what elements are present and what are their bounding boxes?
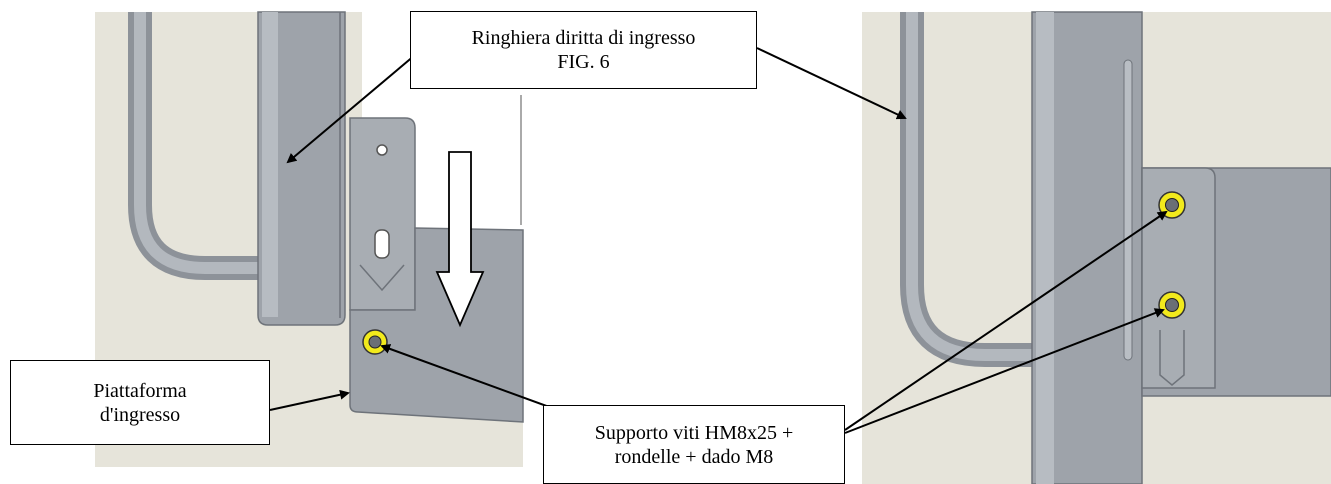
- bolt-washer-icon: [362, 329, 388, 355]
- callout-ringhiera: Ringhiera diritta di ingresso FIG. 6: [410, 11, 757, 89]
- callout-ringhiera-line2: FIG. 6: [557, 51, 610, 73]
- bolt-washer-icon: [1158, 291, 1186, 319]
- callout-piattaforma: Piattaforma d'ingresso: [10, 360, 270, 445]
- leader-piattaforma: [269, 389, 350, 411]
- vertical-post-left: [257, 11, 346, 326]
- leader-ringhiera-right: [756, 47, 907, 120]
- callout-piattaforma-line2: d'ingresso: [99, 403, 181, 426]
- leader-supporto-right-1: [844, 210, 1168, 431]
- callout-ringhiera-line1: Ringhiera diritta di ingresso: [471, 27, 696, 49]
- callout-supporto: Supporto viti HM8x25 + rondelle + dado M…: [543, 405, 845, 484]
- callout-supporto-line2: rondelle + dado M8: [614, 445, 774, 468]
- down-arrow-icon: [435, 151, 485, 328]
- leader-supporto-right-2: [844, 308, 1165, 434]
- leader-ringhiera-left: [286, 54, 416, 164]
- callout-supporto-line1: Supporto viti HM8x25 +: [594, 421, 794, 444]
- callout-piattaforma-line1: Piattaforma: [93, 379, 187, 402]
